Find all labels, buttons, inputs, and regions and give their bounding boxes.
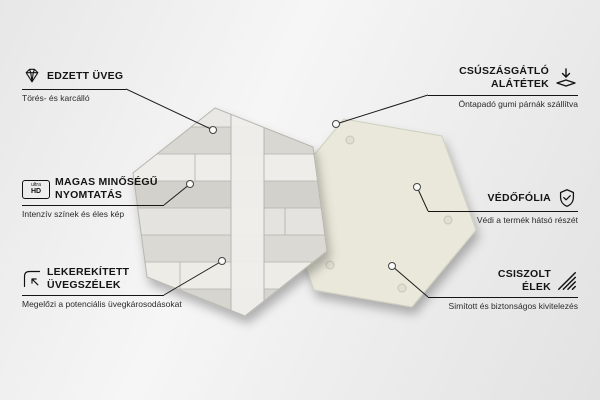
connector-line bbox=[391, 265, 429, 298]
feature-header: CSÚSZÁSGÁTLÓ ALÁTÉTEK bbox=[428, 61, 578, 95]
feature-subtitle: Simított és biztonságos kivitelezés bbox=[448, 301, 578, 311]
feature-title: CSÚSZÁSGÁTLÓ ALÁTÉTEK bbox=[459, 65, 549, 90]
label-underline bbox=[22, 89, 126, 90]
feature-subtitle: Intenzív színek és éles kép bbox=[22, 209, 125, 219]
feature-header: CSISZOLT ÉLEK bbox=[428, 265, 578, 297]
anti-slip-pads-icon bbox=[554, 66, 578, 90]
connector-dot bbox=[218, 257, 226, 265]
feature-subtitle: Védi a termék hátsó részét bbox=[476, 215, 578, 225]
label-underline bbox=[22, 205, 164, 206]
rounded-corner-icon bbox=[22, 269, 42, 289]
feature-high-quality-print: ultra HD MAGAS MINŐSÉGŰ NYOMTATÁS Intenz… bbox=[22, 173, 164, 219]
connector-line bbox=[163, 183, 191, 206]
connector-line bbox=[125, 88, 214, 131]
feature-header: LEKEREKÍTETT ÜVEGSZÉLEK bbox=[22, 263, 164, 295]
feature-polished-edges: CSISZOLT ÉLEK Simított és biztonságos ki… bbox=[428, 265, 578, 311]
diamond-icon bbox=[22, 66, 42, 86]
ultra-hd-icon: ultra HD bbox=[22, 179, 50, 199]
shield-check-icon bbox=[556, 187, 578, 209]
anti-slip-pad-dot bbox=[325, 260, 335, 270]
polished-edges-icon bbox=[556, 270, 578, 292]
connector-dot bbox=[413, 183, 421, 191]
connector-dot bbox=[209, 126, 217, 134]
label-underline bbox=[428, 297, 578, 298]
feature-tempered-glass: EDZETT ÜVEG Törés- és karcálló bbox=[22, 63, 126, 103]
connector-line bbox=[416, 186, 429, 212]
connector-dot bbox=[388, 262, 396, 270]
connector-line bbox=[335, 94, 429, 125]
feature-subtitle: Öntapadó gumi párnák szállítva bbox=[458, 99, 578, 109]
feature-title: MAGAS MINŐSÉGŰ NYOMTATÁS bbox=[55, 176, 158, 201]
feature-title: LEKEREKÍTETT ÜVEGSZÉLEK bbox=[47, 266, 130, 291]
anti-slip-pad-dot bbox=[345, 135, 355, 145]
anti-slip-pad-dot bbox=[397, 283, 407, 293]
feature-title: EDZETT ÜVEG bbox=[47, 69, 124, 82]
feature-title: VÉDŐFÓLIA bbox=[487, 191, 551, 204]
feature-header: ultra HD MAGAS MINŐSÉGŰ NYOMTATÁS bbox=[22, 173, 164, 205]
feature-subtitle: Törés- és karcálló bbox=[22, 93, 90, 103]
connector-dots bbox=[186, 120, 421, 270]
anti-slip-pad-dot bbox=[443, 215, 453, 225]
feature-anti-slip-pads: CSÚSZÁSGÁTLÓ ALÁTÉTEK Öntapadó gumi párn… bbox=[428, 61, 578, 109]
label-underline bbox=[428, 95, 578, 96]
feature-title: CSISZOLT ÉLEK bbox=[497, 268, 551, 293]
connector-dot bbox=[186, 180, 194, 188]
feature-header: EDZETT ÜVEG bbox=[22, 63, 126, 89]
connector-lines bbox=[125, 88, 429, 298]
feature-rounded-edges: LEKEREKÍTETT ÜVEGSZÉLEK Megelőzi a poten… bbox=[22, 263, 182, 309]
connector-line bbox=[163, 260, 223, 296]
feature-header: VÉDŐFÓLIA bbox=[428, 185, 578, 211]
feature-subtitle: Megelőzi a potenciális üvegkárosodásokat bbox=[22, 299, 182, 309]
connector-dot bbox=[332, 120, 340, 128]
label-underline bbox=[22, 295, 164, 296]
feature-protective-film: VÉDŐFÓLIA Védi a termék hátsó részét bbox=[428, 185, 578, 225]
label-underline bbox=[428, 211, 578, 212]
